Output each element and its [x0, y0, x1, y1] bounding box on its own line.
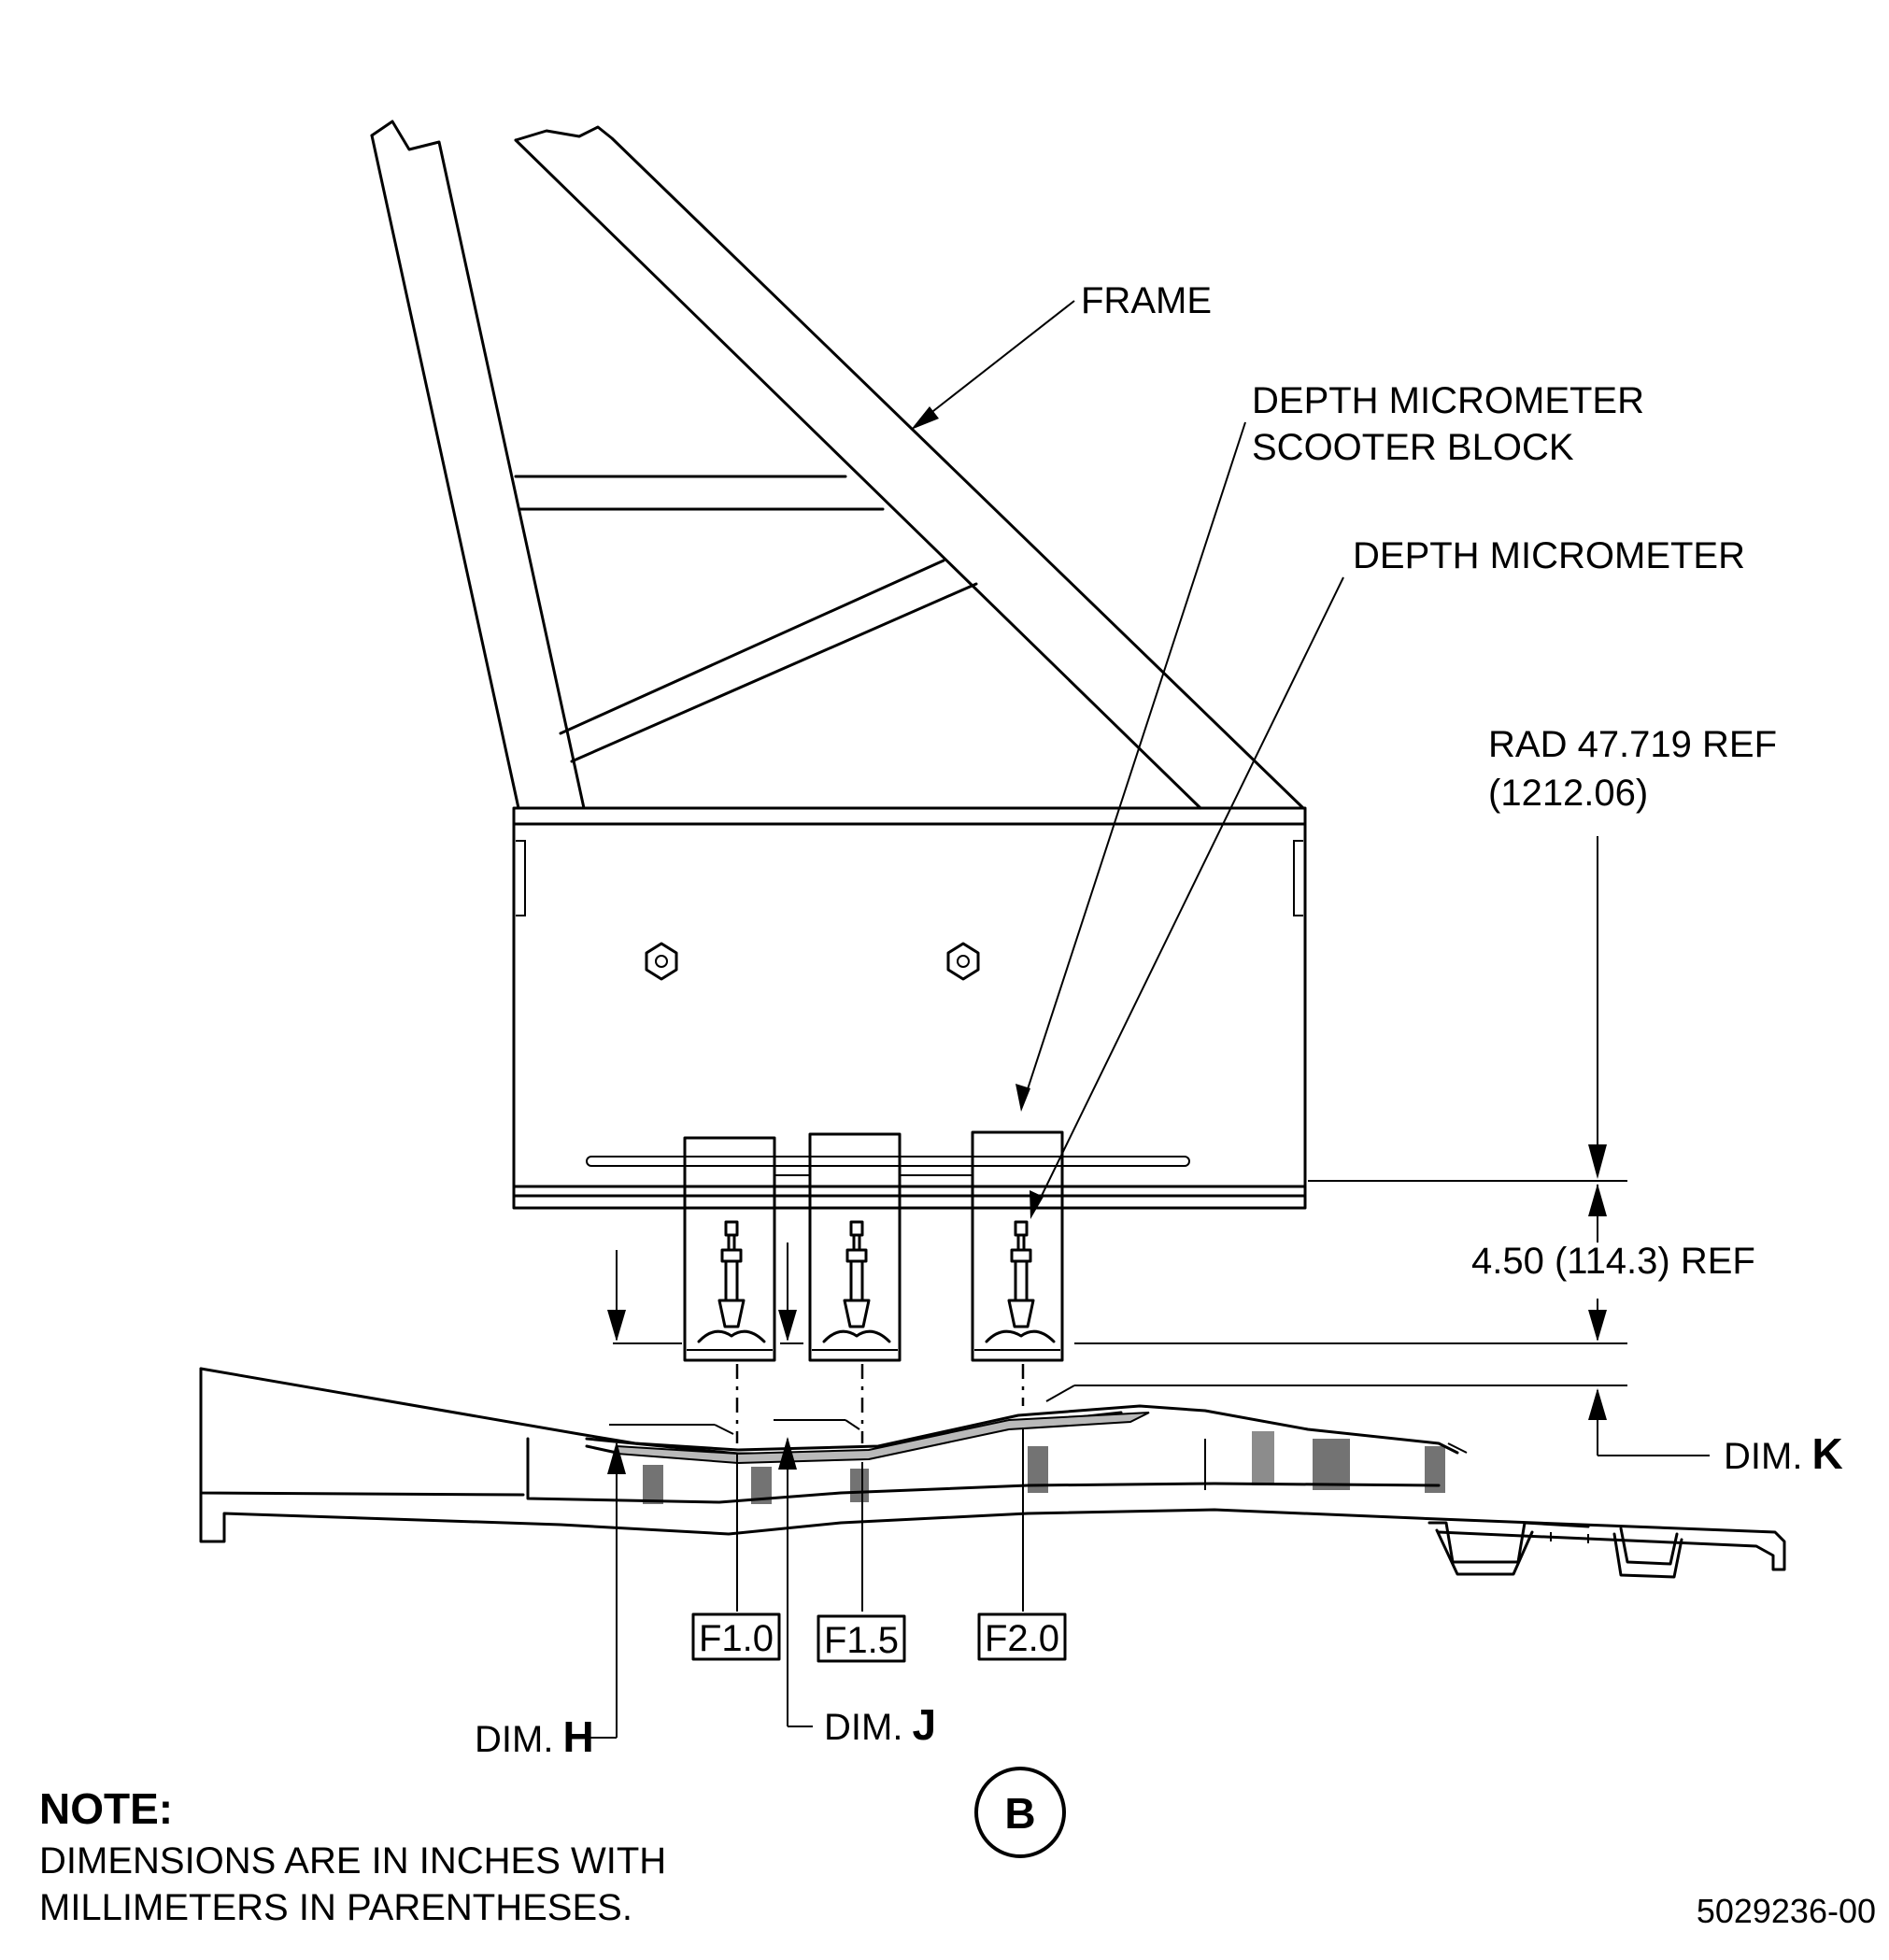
figure-id: 5029236-00 — [1697, 1892, 1876, 1930]
depth-micrometer-callout: DEPTH MICROMETER — [1353, 535, 1745, 576]
view-marker: B — [974, 1767, 1066, 1858]
dim-h-prefix: DIM. — [475, 1719, 553, 1760]
station-label: F1.0 — [699, 1618, 774, 1659]
station-label: F1.5 — [824, 1620, 899, 1661]
station-tag-f2-0: F2.0 — [977, 1612, 1067, 1661]
dim-k-prefix: DIM. — [1724, 1436, 1802, 1477]
dim-k-label: DIM. K — [1724, 1429, 1843, 1478]
dim-j-prefix: DIM. — [824, 1707, 902, 1748]
frame-callout: FRAME — [1081, 280, 1212, 321]
wing-section — [199, 1367, 1786, 1579]
scooter-block-f1-0 — [683, 1136, 776, 1362]
station-tag-f1-5: F1.5 — [817, 1614, 906, 1663]
scooter-block-f1-5 — [808, 1132, 902, 1362]
frame-housing — [512, 806, 1307, 1210]
view-label: B — [1004, 1789, 1035, 1838]
note-block: NOTE: DIMENSIONS ARE IN INCHES WITH MILL… — [39, 1784, 666, 1928]
depth-micrometer-3 — [985, 1220, 1056, 1343]
scooter-block-f2-0 — [971, 1130, 1064, 1362]
note-title: NOTE: — [39, 1784, 173, 1833]
station-centerlines — [735, 1364, 1025, 1612]
dimension-lines — [589, 836, 1710, 1739]
dim-h-letter: H — [562, 1712, 593, 1761]
dim-h-label: DIM. H — [475, 1712, 594, 1761]
scooter-block-callout-line1: DEPTH MICROMETER — [1252, 380, 1644, 421]
radius-dimension-line2: (1212.06) — [1488, 773, 1648, 814]
note-line2: MILLIMETERS IN PARENTHESES. — [39, 1887, 632, 1928]
station-tag-f1-0: F1.0 — [691, 1612, 781, 1661]
dim-j-label: DIM. J — [824, 1700, 936, 1749]
hex-nut-left — [645, 942, 678, 981]
station-label: F2.0 — [985, 1618, 1059, 1659]
dim-j-letter: J — [912, 1700, 936, 1749]
leader-arrows — [911, 300, 1344, 1219]
depth-micrometer-2 — [822, 1220, 891, 1343]
frame-structure — [370, 120, 1305, 810]
dim-k-letter: K — [1811, 1429, 1842, 1478]
hex-nut-right — [946, 942, 980, 981]
note-line1: DIMENSIONS ARE IN INCHES WITH — [39, 1840, 666, 1882]
depth-micrometer-1 — [697, 1220, 766, 1343]
scooter-block-callout-line2: SCOOTER BLOCK — [1252, 427, 1574, 468]
radius-dimension-line1: RAD 47.719 REF — [1488, 724, 1777, 765]
offset-dimension: 4.50 (114.3) REF — [1471, 1241, 1755, 1282]
